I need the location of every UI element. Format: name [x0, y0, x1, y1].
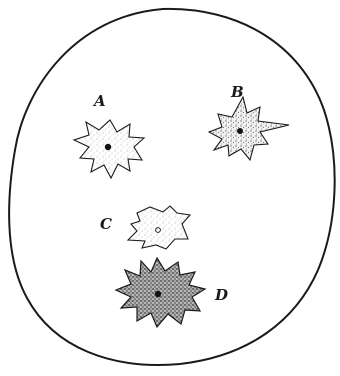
label-d: D: [214, 286, 228, 304]
label-c: C: [100, 215, 112, 233]
label-a: A: [92, 92, 106, 110]
cell-d-nucleus: [155, 291, 161, 297]
cell-a-nucleus: [105, 144, 111, 150]
label-b: B: [230, 83, 244, 101]
cell-b-nucleus: [237, 128, 243, 134]
